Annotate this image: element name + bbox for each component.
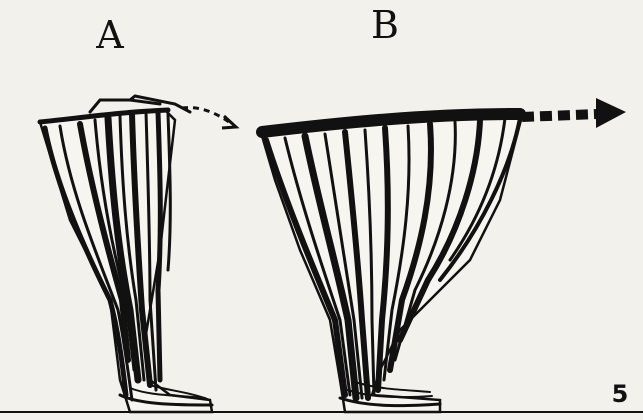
page-number: 5: [612, 380, 629, 408]
strip-stack-a: [40, 96, 212, 412]
label-b: B: [371, 3, 399, 47]
label-a: A: [95, 13, 124, 57]
strip-stack-b: [262, 114, 522, 412]
motion-arrow-b: [522, 98, 626, 128]
